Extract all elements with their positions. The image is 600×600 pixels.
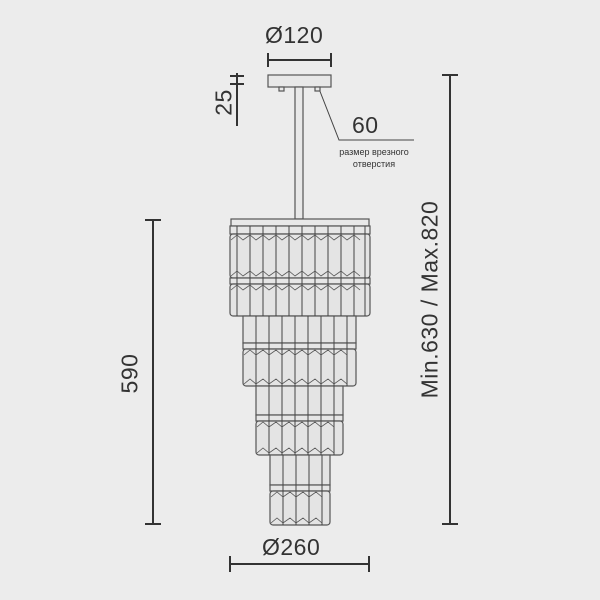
total-height-label: Min.630 / Max.820 (416, 200, 443, 399)
mount-hole-caption: размер врезного отверстия (339, 147, 409, 169)
canopy-diameter-label: Ø120 (265, 22, 324, 48)
body-diameter-label: Ø260 (262, 534, 321, 560)
dimension-lines (145, 53, 458, 572)
canopy-height-label: 25 (210, 89, 237, 116)
crystal-facets (230, 234, 361, 524)
body-height-label: 590 (116, 353, 143, 394)
chandelier-body (229, 74, 371, 526)
leader-line (313, 75, 414, 141)
mount-hole-label: 60 (352, 112, 379, 138)
